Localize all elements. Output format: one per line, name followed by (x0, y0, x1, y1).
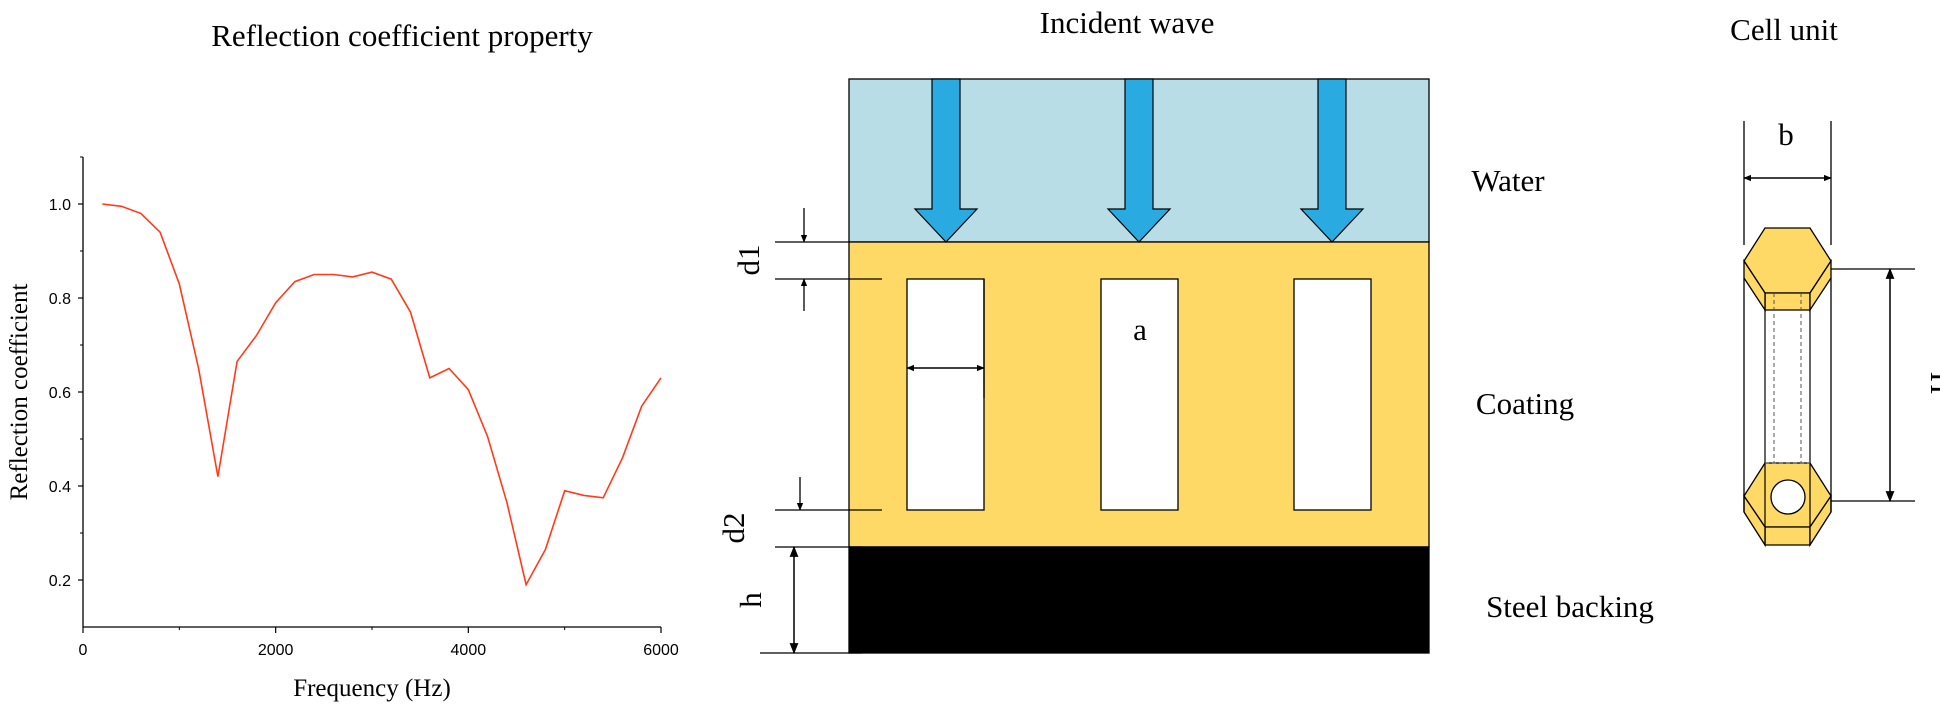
b-label: b (1778, 117, 1794, 152)
cavity (906, 278, 985, 511)
bottom-prism-front-face (1764, 526, 1811, 546)
y-tick-label: 1.0 (49, 197, 71, 214)
x-tick-label: 0 (79, 642, 88, 659)
x-tick-label: 4000 (451, 642, 487, 659)
d2-label: d2 (716, 513, 751, 544)
x-axis-label: Frequency (Hz) (293, 675, 451, 702)
cell-unit: Cell unit b H (1730, 12, 1940, 548)
y-tick-label: 0.8 (49, 291, 71, 308)
cell-unit-title: Cell unit (1730, 12, 1838, 47)
y-tick-label: 0.2 (49, 573, 71, 590)
cavity-circle (1770, 479, 1806, 515)
y-tick-label: 0.4 (49, 479, 71, 496)
coating-structure: Incident wave a d1 d2 h Water Coating St… (716, 5, 1654, 655)
y-ticks: 0.2 0.4 0.6 0.8 1.0 (49, 156, 83, 590)
x-ticks: 0 2000 4000 6000 (79, 627, 679, 659)
d1-label: d1 (731, 245, 766, 276)
cavity (1100, 278, 1179, 511)
a-label: a (1133, 312, 1147, 347)
top-prism-front-face (1764, 292, 1811, 311)
steel-backing-layer (848, 546, 1430, 654)
incident-wave-arrow (1106, 78, 1172, 243)
h-label: h (733, 592, 768, 608)
x-tick-label: 6000 (643, 642, 679, 659)
chart-title: Reflection coefficient property (211, 18, 593, 53)
coating-label: Coating (1476, 386, 1574, 421)
y-axis-label: Reflection coefficient (6, 284, 33, 501)
steel-backing-label: Steel backing (1486, 589, 1654, 624)
x-tick-label: 2000 (258, 642, 294, 659)
incident-wave-arrow (1299, 78, 1365, 243)
reflection-curve (102, 203, 662, 587)
incident-wave-title: Incident wave (1040, 5, 1215, 40)
water-label: Water (1471, 163, 1545, 198)
y-tick-label: 0.6 (49, 385, 71, 402)
cavity (1293, 278, 1372, 511)
H-label: H (1924, 372, 1940, 394)
reflection-chart: Reflection coefficient property 0.20.40.… (6, 18, 679, 702)
incident-wave-arrow (913, 78, 979, 243)
